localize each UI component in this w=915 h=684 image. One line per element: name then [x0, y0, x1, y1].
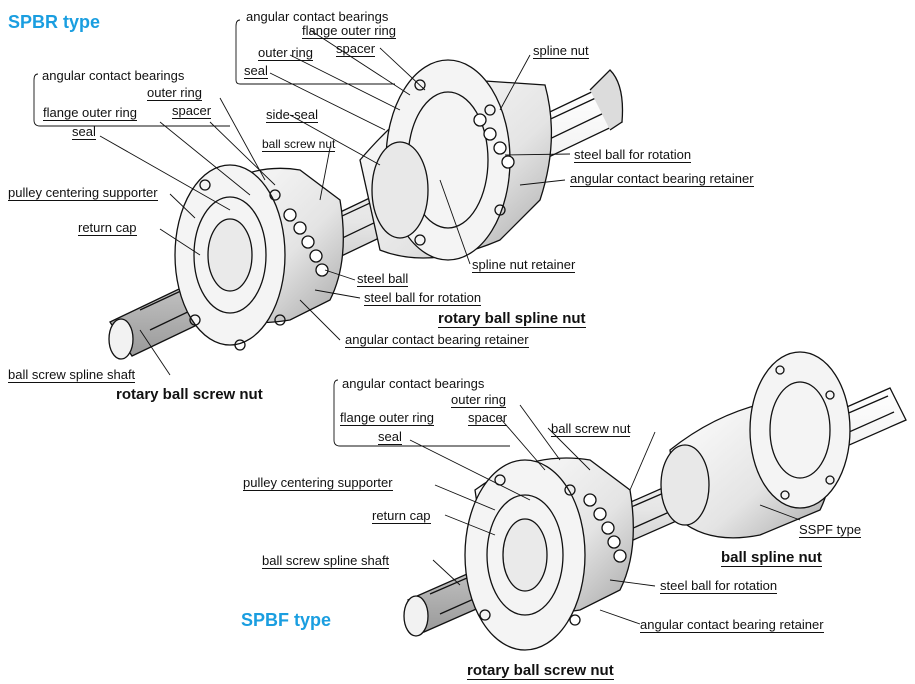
label-ball-spline-nut: ball spline nut	[721, 549, 822, 567]
label-pulley-centering-top: pulley centering supporter	[8, 185, 158, 201]
top-shaft-end	[108, 318, 134, 360]
label-seal-left: seal	[72, 124, 96, 140]
label-spacer-left: spacer	[172, 103, 212, 119]
label-spline-nut: spline nut	[533, 43, 589, 59]
label-acb-retainer-1: angular contact bearing retainer	[570, 171, 754, 187]
bottom-assembly	[403, 351, 907, 651]
label-steel-ball-rotation-1: steel ball for rotation	[574, 147, 692, 163]
label-side-seal: side-seal	[266, 107, 319, 123]
label-steel-ball-rotation-2: steel ball for rotation	[364, 290, 482, 306]
label-shaft-bottom: ball screw spline shaft	[262, 553, 390, 569]
leader-lines	[33, 19, 801, 625]
label-rotary-ball-spline-nut: rotary ball spline nut	[438, 310, 586, 328]
ball-spline-nut-flange	[749, 351, 851, 509]
title-spbr: SPBR type	[8, 12, 101, 32]
label-ball-screw-nut-top: ball screw nut	[262, 137, 336, 152]
label-flange-outer-ring-left: flange outer ring	[43, 105, 137, 121]
label-acb-retainer-bottom: angular contact bearing retainer	[640, 617, 824, 633]
bottom-shaft-end	[403, 595, 429, 637]
title-spbf: SPBF type	[241, 610, 332, 630]
label-spacer-right: spacer	[336, 41, 376, 57]
label-ball-screw-nut-bottom: ball screw nut	[551, 421, 631, 437]
label-rotary-ball-screw-nut-top: rotary ball screw nut	[116, 386, 263, 403]
label-seal-bottom: seal	[378, 429, 402, 445]
label-flange-outer-ring-right: flange outer ring	[302, 23, 396, 39]
label-spline-nut-retainer: spline nut retainer	[472, 257, 576, 273]
label-acb-left: angular contact bearings	[42, 68, 185, 83]
label-acb-retainer-2: angular contact bearing retainer	[345, 332, 529, 348]
label-steel-ball-rotation-bottom: steel ball for rotation	[660, 578, 778, 594]
label-flange-outer-ring-bottom: flange outer ring	[340, 410, 434, 426]
label-spacer-bottom: spacer	[468, 410, 508, 426]
label-shaft-top: ball screw spline shaft	[8, 367, 136, 383]
label-outer-ring-left: outer ring	[147, 85, 202, 101]
label-return-cap-top: return cap	[78, 220, 137, 236]
label-outer-ring-right: outer ring	[258, 45, 313, 61]
label-sspf-type: SSPF type	[799, 522, 862, 538]
label-outer-ring-bottom: outer ring	[451, 392, 506, 408]
label-pulley-centering-bottom: pulley centering supporter	[243, 475, 393, 491]
label-acb-bottom: angular contact bearings	[342, 376, 485, 391]
label-rotary-ball-screw-nut-bottom: rotary ball screw nut	[467, 662, 614, 680]
top-assembly	[108, 59, 624, 360]
label-return-cap-bottom: return cap	[372, 508, 431, 524]
label-steel-ball: steel ball	[357, 271, 409, 287]
label-seal-right: seal	[244, 63, 268, 79]
label-acb-right: angular contact bearings	[246, 9, 389, 24]
